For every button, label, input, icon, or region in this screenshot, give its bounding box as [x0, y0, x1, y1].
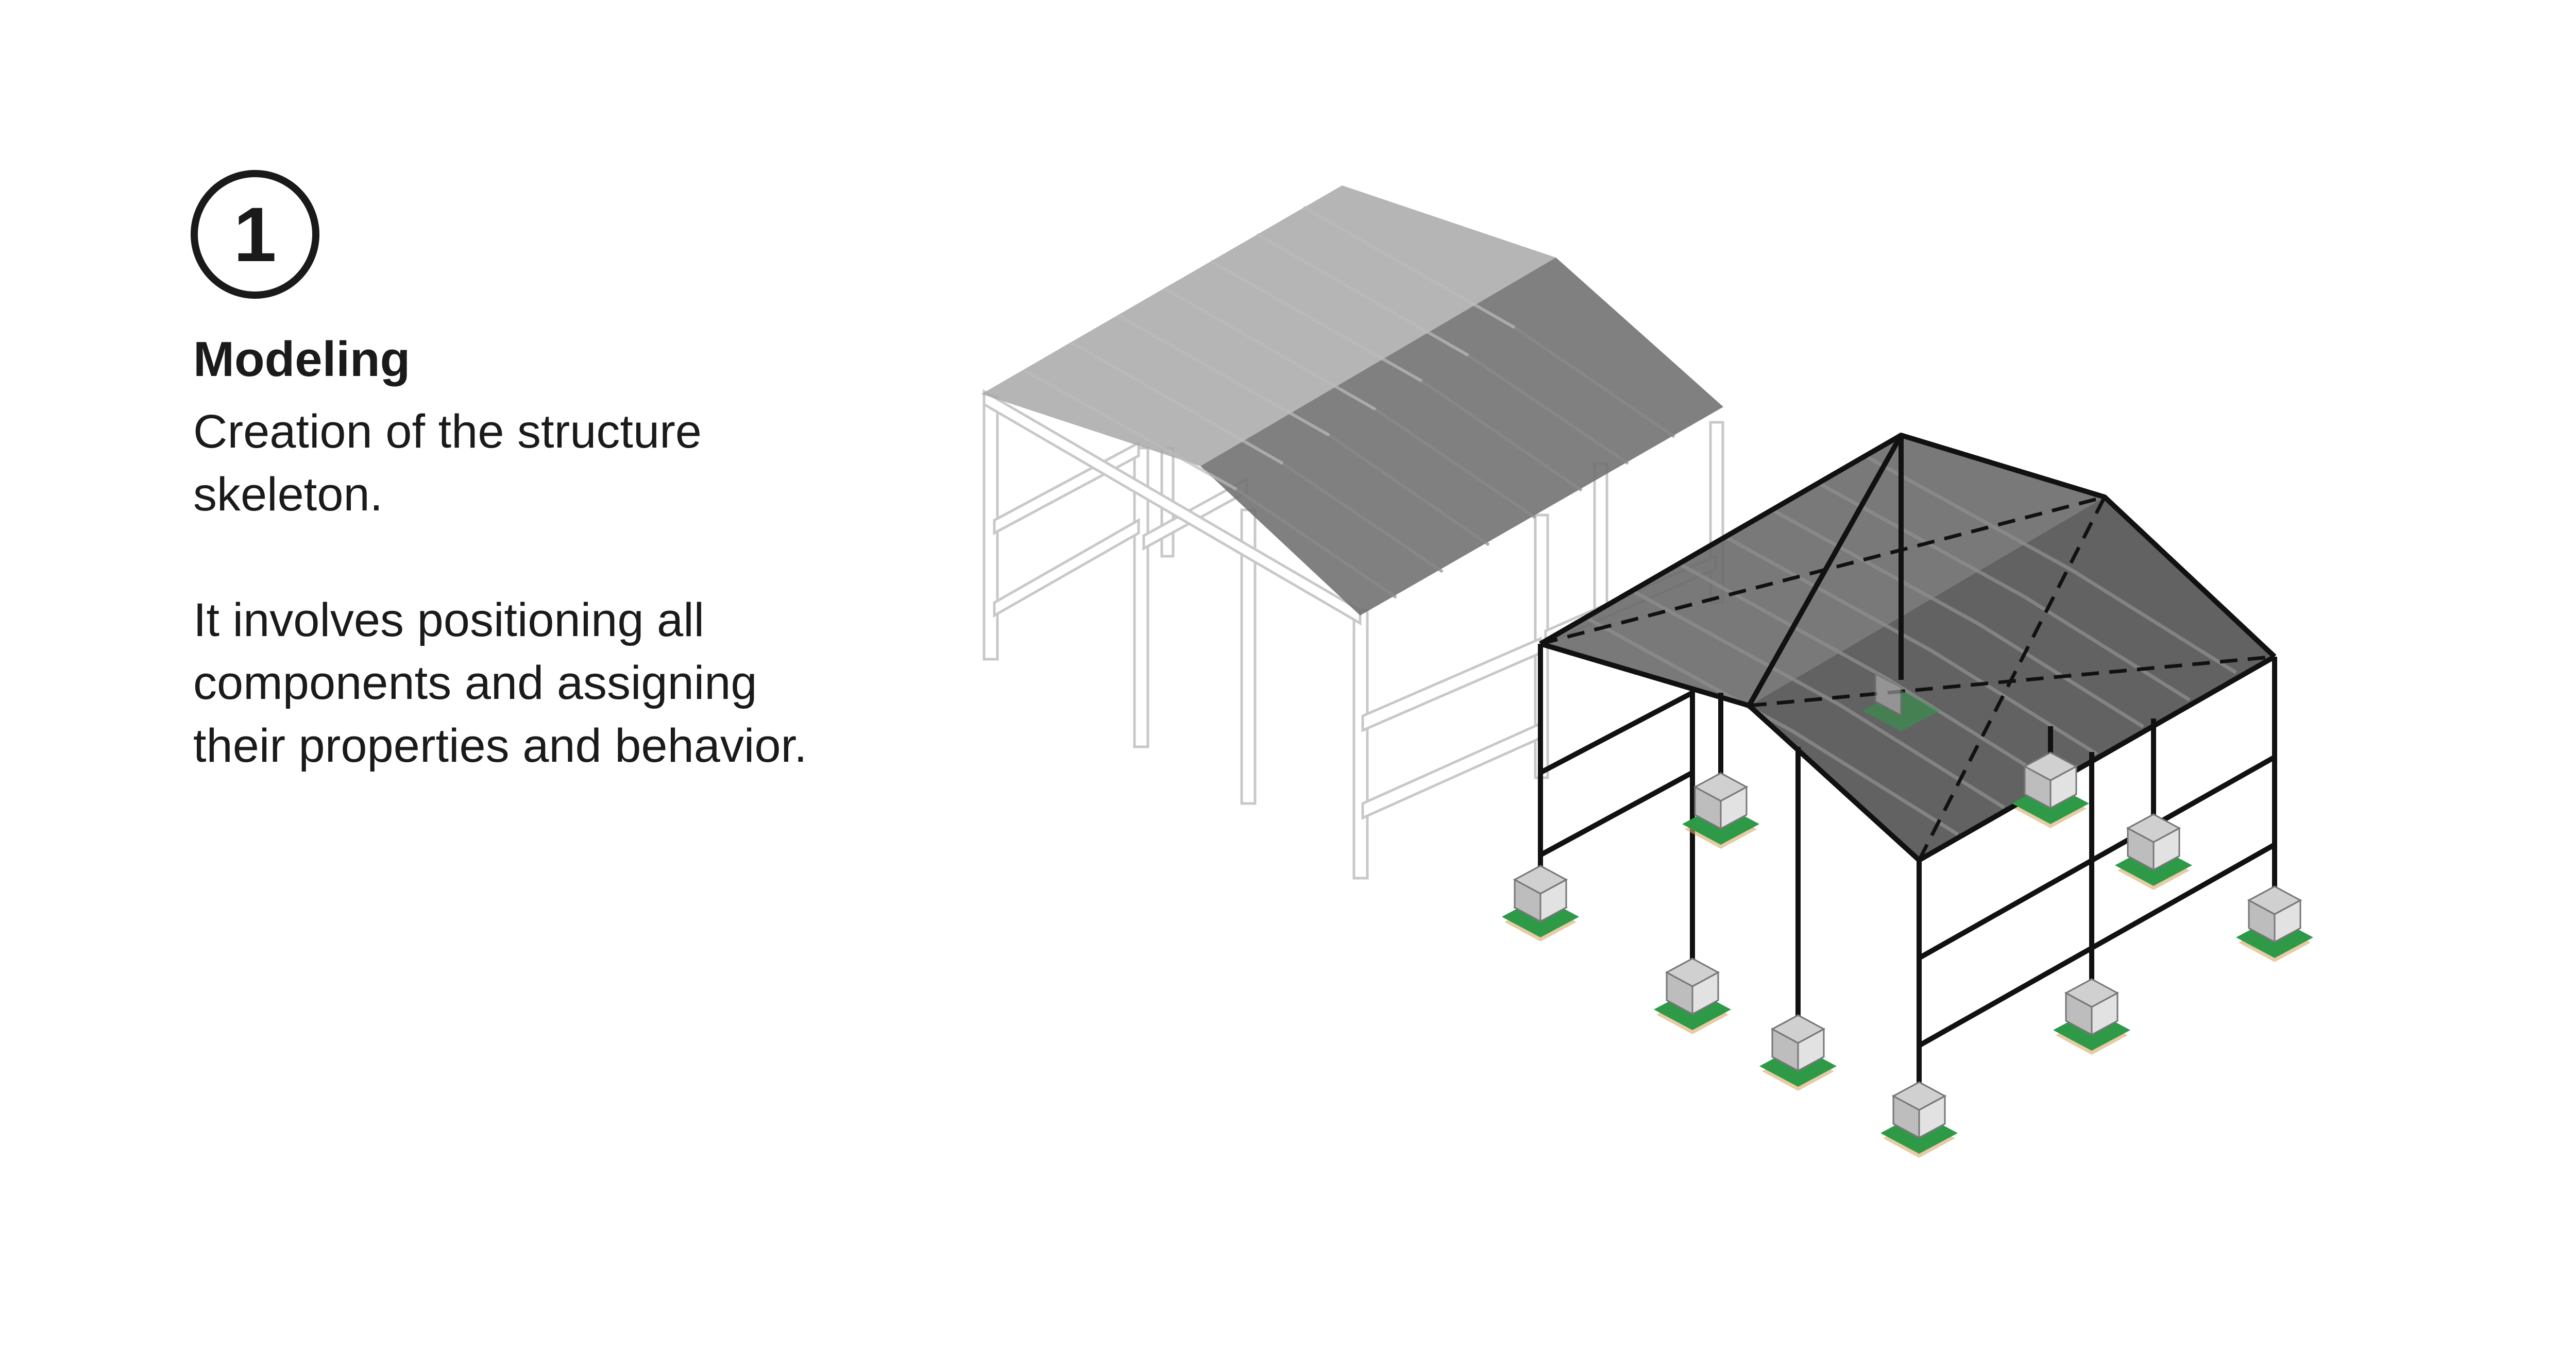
support-icon: [1654, 957, 1731, 1034]
step-number: 1: [233, 191, 277, 278]
description-paragraph-1: Creation of the structure skeleton.: [193, 405, 702, 521]
support-icon: [1502, 865, 1579, 942]
ghost-roof: [981, 185, 1723, 615]
support-icon: [1682, 772, 1759, 849]
support-icon: [2115, 813, 2192, 890]
ghost-structure-icon: [981, 185, 1724, 880]
support-icon: [1880, 1081, 1958, 1158]
support-icon: [1759, 1014, 1837, 1091]
support-icon: [2012, 751, 2089, 828]
support-icon: [2236, 885, 2313, 962]
description-paragraph-2: It involves positioning all components a…: [193, 594, 807, 773]
description-block: Modeling Creation of the structure skele…: [193, 330, 837, 777]
support-icon: [1862, 672, 1940, 731]
supports: [1502, 672, 2313, 1158]
skeleton-structure-icon: [1538, 433, 2277, 1113]
step-title: Modeling: [193, 332, 411, 387]
support-icon: [2053, 978, 2130, 1055]
